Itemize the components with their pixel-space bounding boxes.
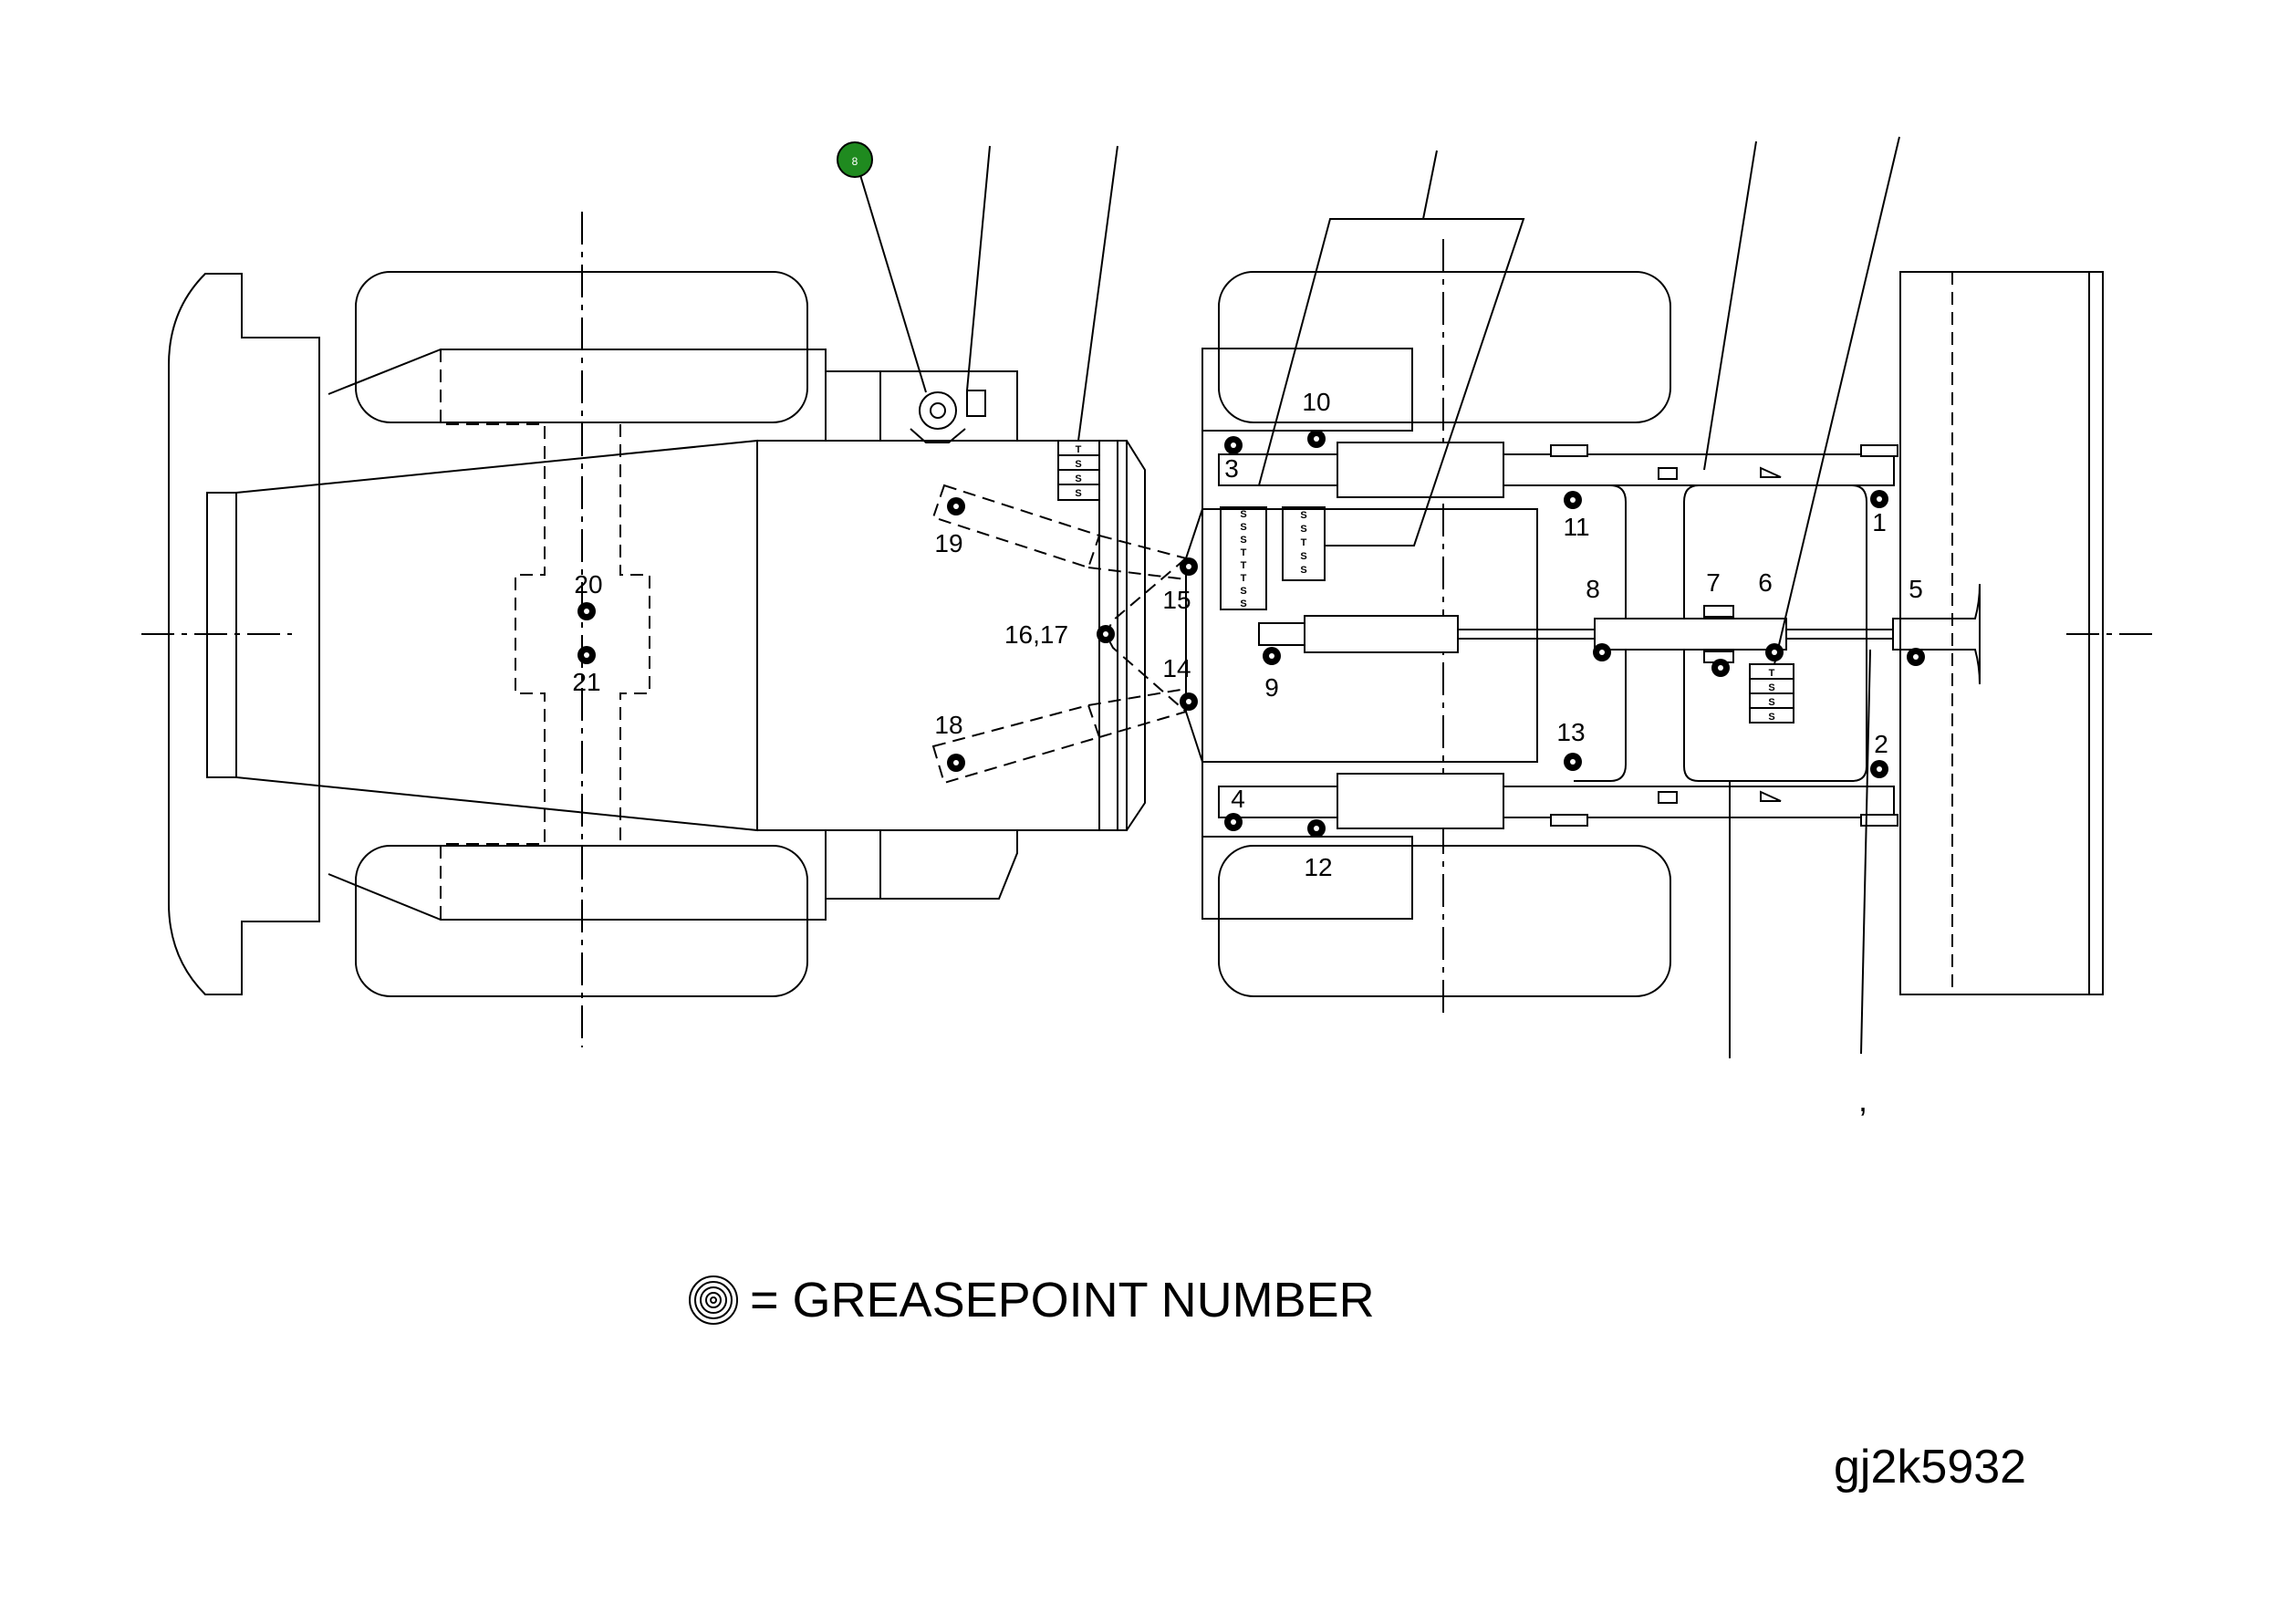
block-mid-left-0: S [1240, 509, 1246, 520]
front-hood [206, 439, 758, 832]
grease-marker-9 [1263, 647, 1281, 665]
label-point-8: 8 [1586, 575, 1600, 603]
grease-point-markers [577, 430, 1925, 838]
grease-marker-10 [1307, 430, 1326, 448]
label-point-6: 6 [1758, 568, 1773, 597]
block-mid-right-4: S [1300, 565, 1306, 576]
label-point-16-17: 16,17 [1004, 620, 1068, 649]
block-rear-1: S [1768, 682, 1774, 693]
concentric-circle-icon [689, 1275, 738, 1325]
grease-marker-14 [1180, 692, 1198, 711]
grease-marker-18 [947, 754, 965, 772]
legend-text: = GREASEPOINT NUMBER [750, 1273, 1375, 1327]
block-mid-left-2: S [1240, 535, 1246, 546]
grease-marker-13 [1564, 753, 1582, 771]
grease-marker-1 [1870, 490, 1888, 508]
label-point-18: 18 [934, 711, 962, 739]
label-point-11: 11 [1563, 513, 1589, 541]
grease-marker-7 [1711, 659, 1730, 677]
label-point-21: 21 [572, 668, 600, 696]
grease-marker-2 [1870, 760, 1888, 778]
block-mid-left-6: S [1240, 586, 1246, 597]
label-point-9: 9 [1264, 673, 1279, 702]
label-point-15: 15 [1162, 586, 1191, 614]
label-point-12: 12 [1304, 853, 1332, 881]
label-point-20: 20 [574, 570, 602, 599]
block-mid-right: S S T S S [1282, 506, 1326, 581]
leader-lines [857, 136, 1900, 1058]
rear-hitch [1860, 444, 1981, 827]
label-point-14: 14 [1162, 654, 1191, 682]
block-mid-right-3: S [1300, 551, 1306, 562]
grease-marker-5 [1907, 648, 1925, 666]
label-point-10: 10 [1302, 388, 1330, 416]
grease-marker-4 [1224, 813, 1243, 831]
fuel-tank-bottom [825, 830, 1018, 900]
grease-marker-19 [947, 497, 965, 515]
label-point-5: 5 [1909, 575, 1923, 603]
front-fenders [328, 349, 827, 921]
block-rear-3: S [1768, 712, 1774, 723]
cylinder-19 [931, 484, 1187, 580]
label-point-13: 13 [1556, 718, 1585, 746]
block-mid-right-0: S [1300, 510, 1306, 521]
grease-marker-11 [1564, 491, 1582, 509]
block-mid-left: S S S T T T S S [1220, 506, 1267, 610]
rear-tire-top [1218, 271, 1671, 423]
block-front: T S S S [1057, 440, 1100, 501]
block-rear-0: T [1769, 668, 1775, 679]
front-bumper [168, 273, 320, 995]
label-point-19: 19 [934, 529, 962, 557]
grease-marker-21 [577, 646, 596, 664]
block-front-3: S [1075, 488, 1081, 499]
block-mid-right-2: T [1301, 537, 1307, 548]
label-point-1: 1 [1872, 508, 1887, 536]
grease-marker-20 [577, 602, 596, 620]
rear-cylinders [1258, 442, 1893, 829]
grease-marker-12 [1307, 819, 1326, 838]
label-point-7: 7 [1706, 568, 1721, 597]
block-front-0: T [1076, 444, 1082, 455]
figure-code: gj2k5932 [1834, 1441, 2026, 1494]
grease-marker-6 [1765, 643, 1784, 661]
cylinder-18 [931, 688, 1187, 785]
front-axle-dashed [440, 349, 650, 920]
fuel-tank-top [825, 370, 1018, 442]
block-mid-left-4: T [1241, 560, 1247, 571]
rear-blade [1899, 271, 2104, 995]
grease-marker-16-17 [1097, 625, 1115, 643]
block-front-2: S [1075, 474, 1081, 484]
label-point-4: 4 [1231, 785, 1245, 813]
legend: = GREASEPOINT NUMBER [689, 1273, 1375, 1327]
stray-mark: , [1858, 1081, 1867, 1119]
rear-frame [1185, 348, 1895, 920]
block-mid-left-5: T [1241, 573, 1247, 584]
pump-circle [910, 391, 966, 443]
grease-marker-3 [1224, 436, 1243, 454]
block-rear: T S S S [1749, 663, 1794, 724]
label-point-3: 3 [1224, 454, 1239, 483]
callout-badge[interactable]: 8 [837, 141, 873, 178]
block-mid-left-3: T [1241, 547, 1247, 558]
block-mid-left-7: S [1240, 599, 1246, 609]
block-rear-2: S [1768, 697, 1774, 708]
front-centerlines [141, 212, 583, 1047]
callout-badge-text: 8 [852, 155, 858, 168]
label-point-2: 2 [1874, 730, 1888, 758]
block-mid-left-1: S [1240, 522, 1246, 533]
block-mid-right-1: S [1300, 524, 1306, 535]
grease-marker-15 [1180, 557, 1198, 576]
rear-tire-bottom [1218, 845, 1671, 997]
grease-marker-8 [1593, 643, 1611, 661]
block-front-1: S [1075, 459, 1081, 470]
